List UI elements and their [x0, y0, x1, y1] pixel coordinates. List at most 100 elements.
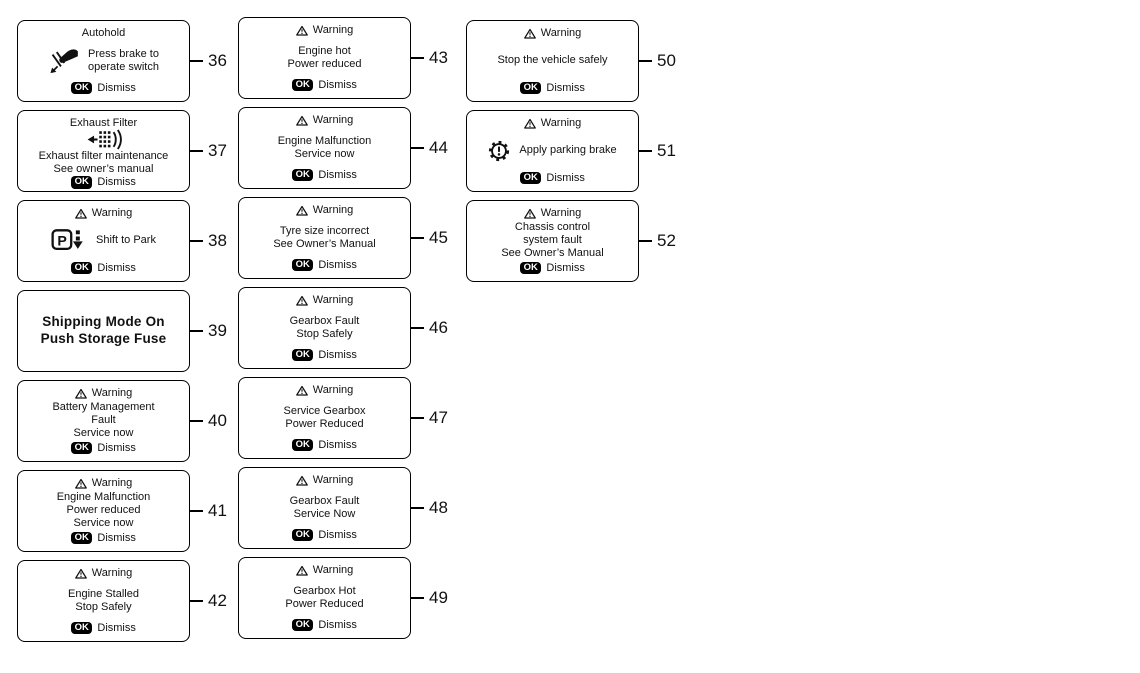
dismiss-label: Dismiss	[97, 176, 136, 189]
warning-title-label: Warning	[91, 567, 133, 579]
leader-line	[190, 600, 203, 602]
message-title: Warning	[243, 294, 406, 307]
message-line: See Owner’s Manual	[501, 247, 604, 260]
warning-icon	[74, 568, 87, 579]
message-body: P Shift to Park	[22, 220, 185, 262]
message-title-label: Autohold	[81, 27, 126, 39]
warning-icon	[74, 478, 87, 489]
warning-title-label: Warning	[91, 387, 133, 399]
message-line: Stop Safely	[75, 600, 132, 613]
dismiss-label: Dismiss	[318, 438, 357, 451]
leader-line	[411, 147, 424, 149]
message-line: Service now	[73, 427, 134, 440]
reference-number: 46	[429, 318, 448, 337]
message-line: Exhaust filter maintenance	[38, 150, 169, 162]
ok-badge: OK	[292, 168, 314, 181]
message-line: Service now	[294, 147, 355, 160]
dismiss-label: Dismiss	[97, 81, 136, 94]
brake-pedal-icon	[48, 47, 79, 74]
ok-badge: OK	[292, 258, 314, 271]
message-line: Service Gearbox	[283, 404, 366, 417]
message-line: Battery Management	[52, 401, 155, 414]
message-title: Warning	[22, 567, 185, 580]
message-title: Exhaust Filter	[22, 117, 185, 130]
warning-title-label: Warning	[91, 207, 133, 219]
ok-badge: OK	[292, 438, 314, 451]
reference-number: 39	[208, 321, 227, 340]
warning-icon	[523, 208, 536, 219]
warning-title-label: Warning	[540, 117, 582, 129]
ok-badge: OK	[71, 531, 93, 544]
warning-icon	[74, 388, 87, 399]
dismiss-label: Dismiss	[318, 348, 357, 361]
warning-title-label: Warning	[312, 114, 354, 126]
message-lines: Shift to Park	[96, 234, 156, 247]
message-line: Push Storage Fuse	[40, 330, 167, 346]
reference-number: 48	[429, 498, 448, 517]
message-body: Apply parking brake	[471, 130, 634, 172]
message-icon-row	[85, 129, 123, 150]
reference-number: 50	[657, 51, 676, 70]
svg-text:P: P	[57, 233, 66, 249]
warning-title-label: Warning	[312, 294, 354, 306]
dismiss-label: Dismiss	[318, 78, 357, 91]
message-title: Warning	[243, 114, 406, 127]
leader-line	[411, 57, 424, 59]
ok-badge: OK	[520, 81, 542, 94]
message-line: Shift to Park	[96, 234, 156, 247]
message-title-label: Exhaust Filter	[69, 117, 138, 129]
message-title: Warning	[471, 27, 634, 40]
reference-number: 45	[429, 228, 448, 247]
message-line: Tyre size incorrect	[279, 224, 370, 237]
ok-badge: OK	[71, 81, 93, 94]
dismiss-label: Dismiss	[318, 618, 357, 631]
ok-badge: OK	[71, 176, 93, 189]
ok-badge: OK	[520, 261, 542, 274]
dismiss-label: Dismiss	[546, 171, 585, 184]
reference-number: 51	[657, 141, 676, 160]
warning-title-label: Warning	[312, 24, 354, 36]
warning-title-label: Warning	[91, 477, 133, 489]
ok-dismiss-row: OK Dismiss	[22, 176, 185, 189]
message-title: Warning	[243, 474, 406, 487]
warning-icon	[523, 28, 536, 39]
warning-icon	[295, 475, 308, 486]
ok-badge: OK	[71, 621, 93, 634]
leader-line	[639, 60, 652, 62]
message-title: Warning	[471, 117, 634, 130]
warning-title-label: Warning	[312, 474, 354, 486]
reference-number: 42	[208, 591, 227, 610]
warning-icon	[295, 25, 308, 36]
